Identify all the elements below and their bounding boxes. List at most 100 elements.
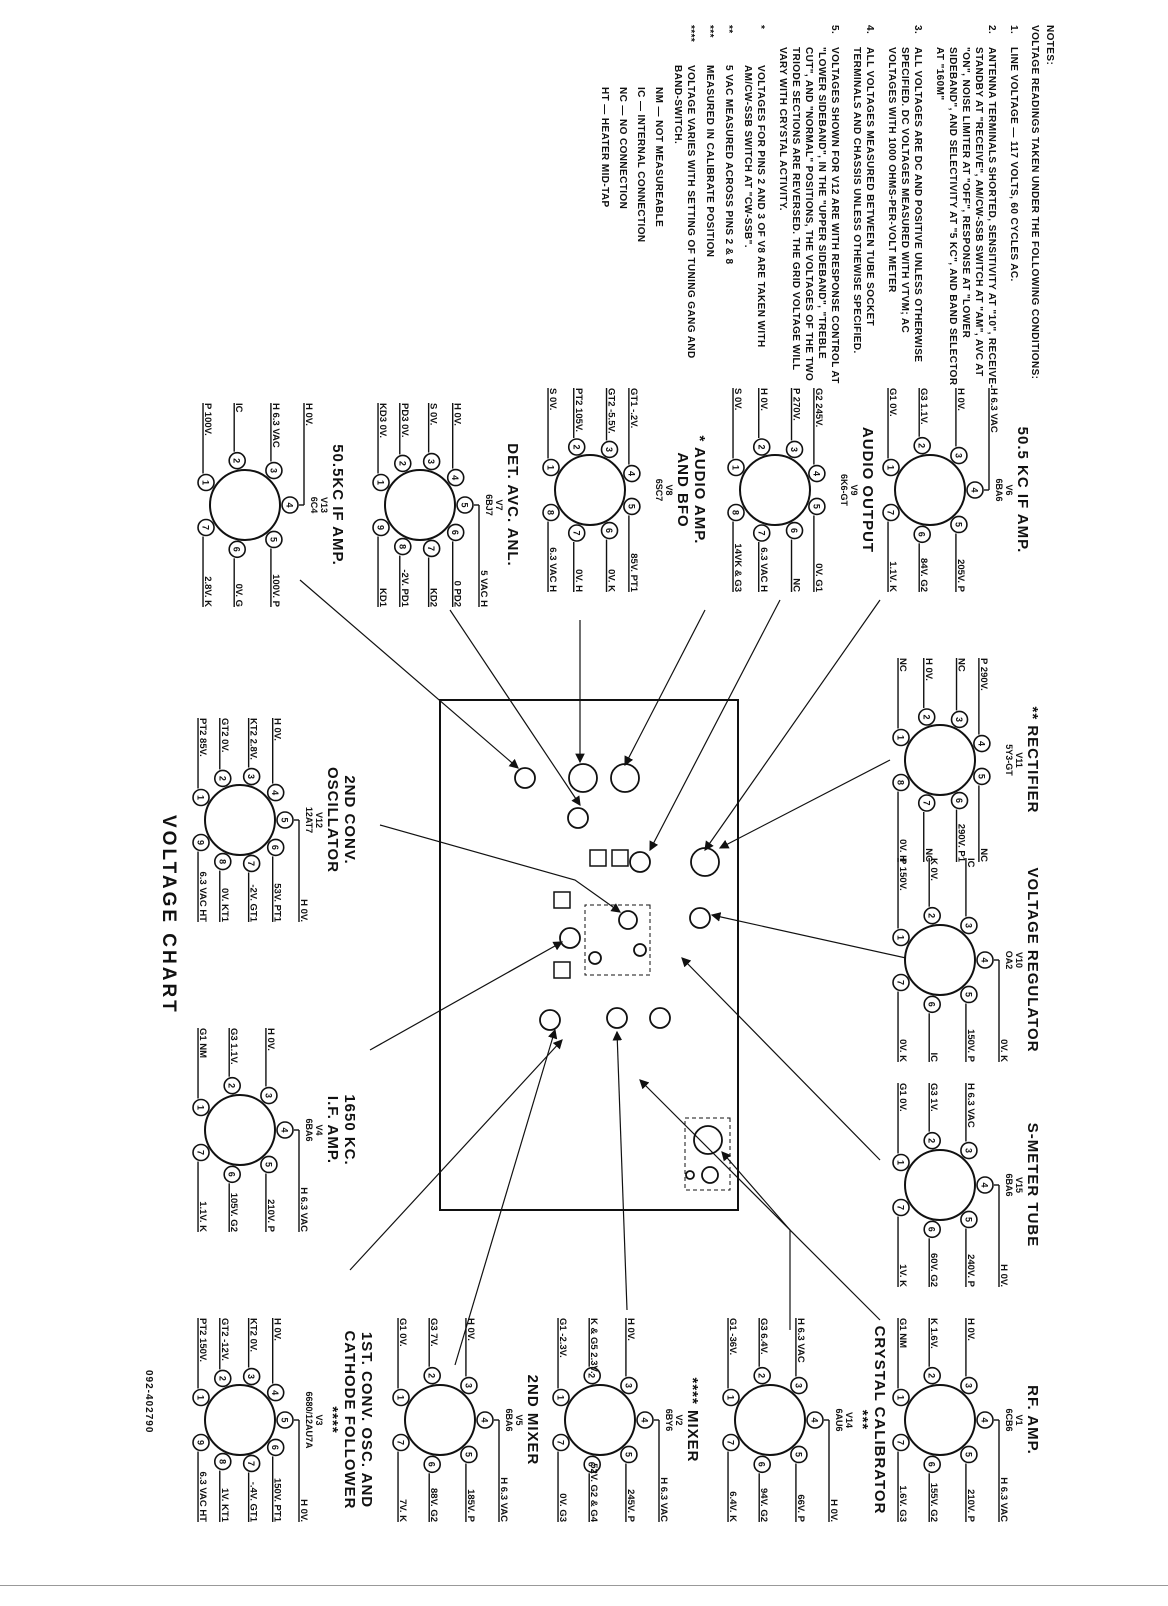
tube-socket-hole [539, 1009, 561, 1031]
pin-number: 8 [546, 510, 556, 515]
tube-number: V8 [664, 484, 674, 495]
pin-voltage-label: 60V. G2 [928, 1253, 939, 1287]
tube-number: V10 [1014, 952, 1024, 968]
pin-number: 6 [927, 1227, 937, 1232]
pin-number: 6 [587, 1462, 597, 1467]
pin-circle [808, 464, 826, 483]
pin-voltage-label: -2V. GT1 [248, 884, 259, 922]
pin-number: 6 [227, 1172, 237, 1177]
pin-circle [960, 985, 978, 1004]
tube-socket-hole [693, 1125, 723, 1155]
tube-type: 6680/12AU7A [304, 1391, 314, 1449]
leader-lines [299, 579, 916, 1366]
tube-socket-circle [734, 1384, 806, 1456]
tube-title: AUDIO OUTPUT [859, 427, 876, 553]
pin-circle [623, 497, 641, 516]
tube-title: 50.5KC IF AMP. [329, 444, 346, 566]
pin-voltage-label: 205V. P [955, 559, 966, 593]
pin-number: 6 [789, 528, 799, 533]
pin-circle [923, 1131, 941, 1150]
pin-circle [242, 1367, 261, 1386]
pin-number: 1 [726, 1395, 736, 1400]
pin-circle [892, 973, 910, 992]
pin-circle [892, 1433, 910, 1452]
tube-socket-circle [384, 469, 456, 541]
pin-circle [950, 446, 968, 465]
pin-number: 7 [886, 510, 896, 515]
pin-number: 2 [927, 1373, 937, 1378]
pin-voltage-label: H 6.3 VAC [658, 1477, 669, 1522]
pin-number: 3 [793, 1383, 803, 1388]
pin-voltage-label: G3 6.4V. [758, 1318, 769, 1355]
pin-circle [242, 1454, 261, 1473]
pin-circle [266, 783, 285, 802]
pin-number: 1 [396, 1395, 406, 1400]
pin-voltage-label: 6.3 VAC HT [197, 1471, 208, 1522]
tube-socket-hole [610, 763, 640, 793]
pin-number: 1 [546, 465, 556, 470]
tube-title: 2ND MIXER [524, 1375, 541, 1466]
pin-voltage-label: NC [978, 848, 989, 862]
pin-circle [727, 458, 745, 477]
pin-circle [422, 452, 441, 471]
pin-voltage-label: KT2 0V. [248, 1318, 259, 1352]
pin-circle [392, 1433, 410, 1452]
pin-circle [923, 906, 941, 925]
pin-voltage-label: 0V. H [573, 569, 584, 592]
pin-number: 3 [246, 774, 256, 779]
pin-circle [923, 1220, 941, 1239]
tube-socket-hole [588, 951, 602, 965]
tube-socket-hole [649, 1007, 671, 1029]
pin-circle [276, 811, 294, 829]
pin-circle [423, 1455, 441, 1474]
pin-number: 6 [927, 1002, 937, 1007]
pin-voltage-label: H 6.3 VAC [965, 1083, 976, 1128]
chassis-sockets [514, 763, 731, 1191]
pin-circle [266, 1383, 285, 1402]
pin-voltage-label: G1 0V. [887, 388, 898, 417]
pin-number: 3 [246, 1374, 256, 1379]
pin-voltage-label: 2.8V. K [202, 576, 213, 607]
leader-arrow [639, 1079, 881, 1321]
tube-socket-circle [904, 724, 976, 796]
pin-number: 3 [463, 1383, 473, 1388]
pin-circle [393, 537, 412, 556]
pin-voltage-label: G1 -36V. [727, 1318, 738, 1355]
pin-number: 2 [756, 444, 766, 449]
tube-socket-hole [633, 943, 647, 957]
leader-arrow [649, 599, 781, 852]
pin-circle [960, 1141, 978, 1160]
leader-arrow [369, 941, 564, 1051]
pin-number: 6 [270, 1445, 280, 1450]
tube-socket-circle [739, 454, 811, 526]
pin-number: 1 [196, 1105, 206, 1110]
tube-socket-hole [690, 847, 720, 877]
pin-voltage-label: PT2 105V. [573, 388, 584, 432]
tube-title: *** [854, 1410, 871, 1431]
pin-voltage-label: IC [965, 858, 976, 868]
pin-number: 2 [921, 714, 931, 719]
pin-voltage-label: H 6.3 VAC [988, 388, 999, 433]
pin-number: 2 [217, 1376, 227, 1381]
pin-circle [600, 521, 619, 540]
pin-number: 5 [953, 522, 963, 527]
pin-circle [790, 1445, 808, 1464]
pin-circle [223, 1076, 241, 1095]
pin-voltage-label: H 0V. [828, 1499, 839, 1522]
pin-circle [892, 928, 910, 947]
tube-number: V5 [514, 1414, 524, 1425]
pin-number: 1 [896, 935, 906, 940]
pin-circle [583, 1455, 601, 1474]
pin-circle [197, 473, 215, 492]
pin-circle [393, 454, 412, 473]
pin-voltage-label: H 0V. [465, 1318, 476, 1341]
pin-circle [923, 1366, 941, 1385]
pin-voltage-label: 84V. G2 [918, 558, 929, 592]
pin-voltage-label: H 0V. [272, 718, 283, 741]
pin-voltage-label: 1V. KT1 [219, 1488, 230, 1523]
pin-voltage-label: 53V. PT1 [272, 883, 283, 922]
pin-number: 7 [196, 1150, 206, 1155]
tube-socket-hole [618, 910, 638, 930]
pin-circle [808, 497, 826, 516]
